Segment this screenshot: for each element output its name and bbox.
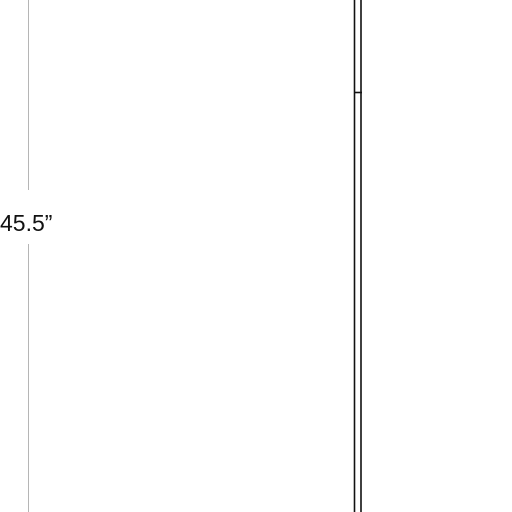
dimension-label: 45.5”: [0, 206, 60, 240]
